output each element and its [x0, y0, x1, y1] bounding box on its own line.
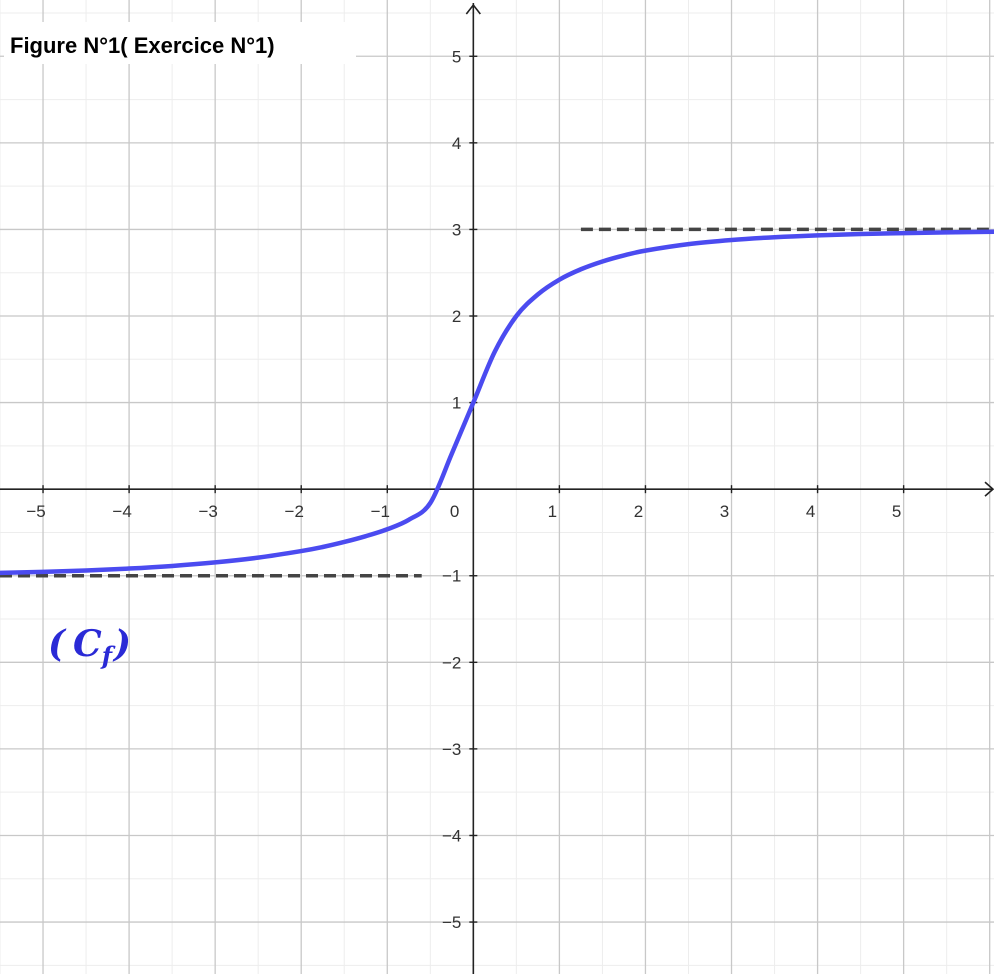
x-tick-label: 1: [548, 502, 557, 521]
x-tick-label: −4: [112, 502, 131, 521]
y-tick-label: 5: [452, 47, 461, 66]
x-tick-label: −2: [285, 502, 304, 521]
y-tick-label: −2: [442, 653, 461, 672]
origin-label: 0: [450, 502, 459, 521]
curve-label: (Cf): [48, 623, 131, 670]
y-tick-label: −4: [442, 826, 461, 845]
tick-labels: −5 −4 −3 −2 −1 1 2 3 4 5 5 4 3 2 1 −1 −2 −3 −4 −5 0: [26, 47, 901, 932]
function-curve: [0, 229, 994, 576]
x-tick-label: 4: [806, 502, 815, 521]
asymptotes: [0, 227, 994, 578]
curve-label-main: C: [73, 623, 102, 665]
curve-label-sub: f: [100, 641, 116, 670]
y-tick-label: 2: [452, 307, 461, 326]
y-tick-label: −1: [442, 567, 461, 586]
y-tick-label: −5: [442, 913, 461, 932]
x-tick-label: −5: [26, 502, 45, 521]
curve-label-close: ): [112, 623, 131, 665]
chart-title: Figure N°1( Exercice N°1): [10, 33, 275, 58]
x-axis-arrow: [984, 481, 994, 497]
x-tick-label: 5: [892, 502, 901, 521]
y-tick-label: −3: [442, 740, 461, 759]
curve-label-open: (: [48, 623, 67, 665]
y-axis-arrow: [465, 3, 481, 15]
axes: [0, 3, 994, 974]
x-tick-label: −3: [198, 502, 217, 521]
y-tick-label: 1: [452, 394, 461, 413]
x-tick-label: 3: [720, 502, 729, 521]
x-tick-label: −1: [371, 502, 390, 521]
x-tick-label: 2: [634, 502, 643, 521]
curve: [0, 229, 994, 576]
y-tick-label: 4: [452, 134, 461, 153]
y-tick-label: 3: [452, 220, 461, 239]
title-background: [4, 22, 356, 64]
